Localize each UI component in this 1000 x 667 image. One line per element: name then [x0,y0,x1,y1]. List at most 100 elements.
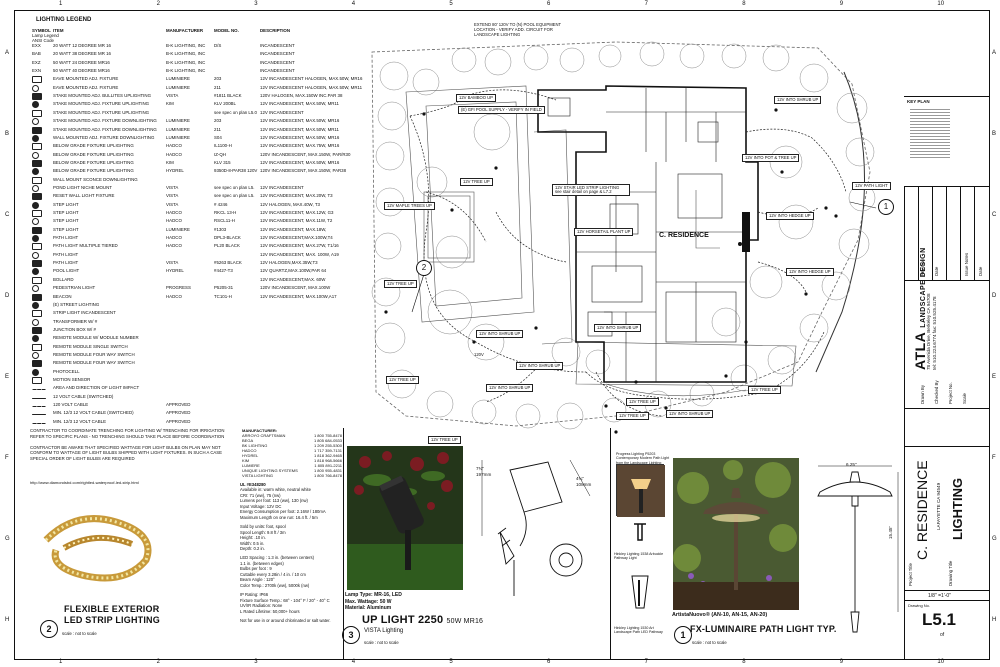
legend-symbol-icon [32,226,42,234]
plan-callout: 12V INTO SHRUB UP [594,324,642,333]
project-name: C. RESIDENCE [914,460,930,560]
column-number: 3 [254,659,258,665]
legend-item: AREA AND DIRECTION OF LIGHT IMPACT [53,385,140,391]
legend-item: BELOW GRADE FIXTURE UPLIGHTING [53,143,134,149]
manufacturer-phone: 1 805 891-2211 [314,463,342,468]
legend-item: REMOTE MODULE FOUR WAY SWITCH [53,360,135,366]
manufacturer-phone: 1 818 362-9465 [313,453,342,458]
legend-model: D/S [214,43,222,48]
legend-desc: 12V INCANDESCENT, MAX.50W, MR16 [260,118,340,124]
legend-item: PATH LIGHT MULTIPLE TIERED [53,243,118,249]
legend-item: BOLLARD [53,276,74,282]
legend-item: PATH LIGHT [53,260,79,266]
column-number: 8 [742,659,746,665]
legend-mfr: HADCO [166,143,182,149]
row-letter: D [992,293,997,299]
strip-spec-line: Height: .10 in. [240,535,266,541]
legend-item: STEP LIGHT [53,218,79,224]
plan-callout: 12V HORSETAIL PLANT UP [574,228,634,237]
uplight-scale: scale : not to scale [364,640,399,645]
legend-item: REMOTE MODULE SINGLE SWITCH [53,343,128,349]
column-number: 6 [547,1,551,7]
plan-callout: 12V INTO HEDGE UP [766,212,814,221]
legend-row: REMOTE MODULE W/ MODULE NUMBER [28,335,358,344]
uplight-specs: Lamp Type: MR-16, LED Max. Wattage: 50 W… [345,592,402,611]
cable-label: 120V [474,352,484,357]
legend-mfr: VISTA [166,93,179,99]
legend-model: see spec on plan L5. [214,184,255,190]
general-notes: CONTRACTOR TO COORDINATE TRENCHING FOR L… [30,428,236,468]
column-number: 10 [937,659,945,665]
manufacturer-name: ARROYO CRAFTSMAN [242,433,286,438]
plan-callout: 12V MAPLE TREES UP [384,202,435,211]
legend-desc: 12V INCANDESCENT,MAX.100W,T4 [260,235,333,241]
manufacturer-phone: 1 805 684-0533 [313,438,342,443]
legend-mfr: LUMINIERE [166,126,190,132]
legend-desc: 12V INCANDESCENT, MAX.27W, T1/16 [260,243,339,249]
strip-specs: UL #E348280 Available in: warm white, ne… [240,482,340,623]
legend-mfr: HADCO [166,210,182,215]
manufacturer-name: VISTA LIGHTING [242,473,274,478]
plan-callout: 12V TREE UP [626,398,659,407]
row-letter: H [992,617,997,623]
legend-desc: 12V INCANDESCENT, MAX.12W, G3 [260,210,334,215]
header-symbol: SYMBOL [32,28,51,33]
legend-item: STAKE MOUNTED ADJ. FIXTURE DOWNLIGHTING [53,118,157,124]
row-letter: D [5,293,10,299]
strip-spec-line: Lumens per foot: 113 (ww), 130 (nw) [240,498,308,504]
legend-symbol-icon [32,268,39,276]
title-block-label: Issue Notes [964,252,969,276]
detail-number-3: 3 [342,626,360,644]
header-symbol-sub: Lamp Legend [32,33,59,38]
legend-item: 50 WATT 24 DEGREE MR16 [53,59,110,65]
legend-item: PATH LIGHT [53,235,79,241]
hinkley-arbuckle-text: Hinkley Lighting 1538 Arbuckle Pathway L… [614,552,664,561]
strip-spec-line: IP Rating: IP66 [240,592,269,598]
legend-item: EAVE MOUNTED ADJ. FIXTURE [53,76,119,82]
key-plan-notes [910,109,950,179]
legend-model: PL20 BLACK [214,243,240,249]
hinkley-art-text: Hinkley Lighting 1530 Art Landscape Path… [614,626,663,635]
legend-mfr: LUMINIERE [166,118,190,124]
legend-model: # 4246 [214,201,228,207]
legend-model: 203 [214,76,222,82]
row-letter: B [5,131,10,137]
legend-item: REMOTE MODULE W/ MODULE NUMBER [53,335,139,341]
legend-desc: 12V INCANDESCENT,MAX. 60W [260,276,326,282]
legend-symbol-icon [32,176,42,184]
legend-symbol-icon [32,101,39,109]
legend-model: 211 [214,84,221,90]
uplight-caption: UP LIGHT 2250 50W MR16 [362,614,484,626]
column-number: 6 [547,659,551,665]
strip-spec-line: Energy Consumption per foot: 2.16W / 180… [240,509,326,515]
title-block-label: Project No. [948,382,953,404]
path-light-height: 15.45" [888,525,894,540]
column-number: 1 [59,1,63,7]
column-number: 4 [351,1,356,7]
path-light-product: ArtistaNuovo® (AN-10, AN-15, AN-20) [672,612,768,618]
strip-spec-line: UV/IR Radiation: None [240,603,283,609]
legend-mfr: VISTA [166,193,179,199]
header-item: ITEM [53,28,64,33]
legend-item: REMOTE MODULE FOUR WAY SWITCH [53,351,135,357]
legend-desc: 12V INCANDESCENT, MAX.50W, MR16 [260,159,340,165]
row-letter: C [5,212,10,218]
legend-mfr: B-K LIGHTING, INC [166,43,206,48]
plan-drawing [371,41,877,434]
strip-spec-line: LED Spacing : 1.3 in. (between centers) [240,555,315,561]
legend-symbol-icon [32,406,46,408]
strip-spec-line: L Rated Lifetime: 50,000+ hours [240,608,300,614]
legend-symbol-icon [32,168,39,176]
row-letter: E [5,374,10,380]
column-number: 2 [156,659,160,665]
column-number: 5 [449,659,453,665]
note-wattage: CONTRACTOR BE AWARE THAT SPECIFIED WATTA… [30,444,223,462]
